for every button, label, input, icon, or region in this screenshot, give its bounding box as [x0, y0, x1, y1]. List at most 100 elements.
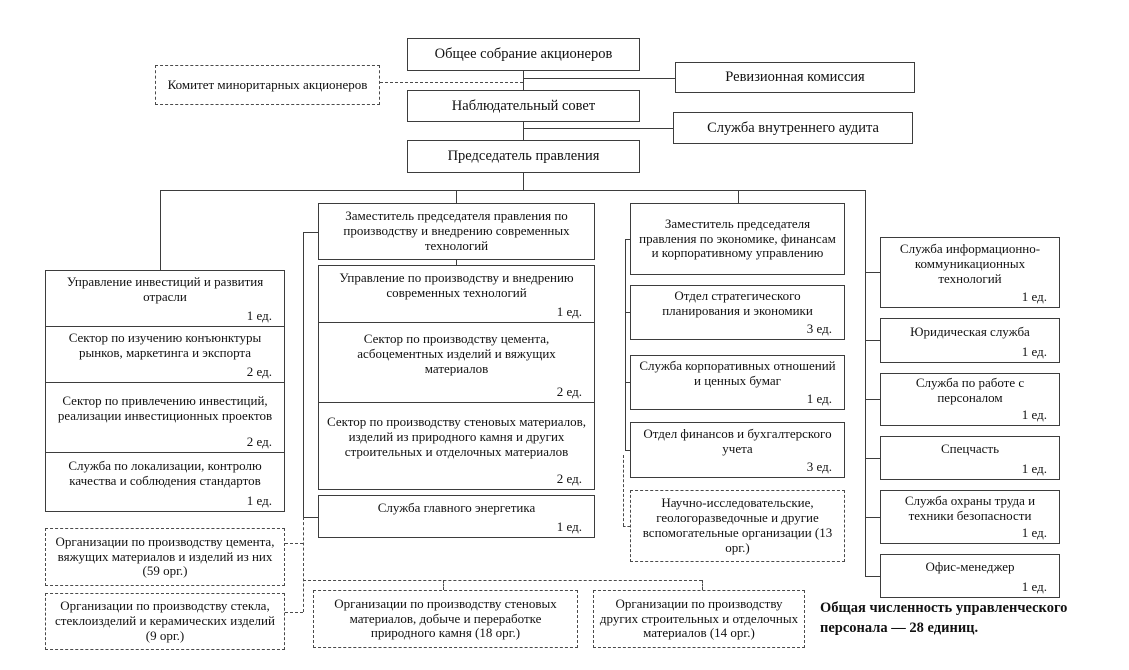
node-label: Научно-исследовательские, геологоразведо…	[642, 495, 833, 555]
node-investment-management: Управление инвестиций и развития отрасли…	[45, 270, 285, 327]
dashed-connector	[623, 526, 630, 527]
node-label: Служба охраны труда и техники безопаснос…	[904, 492, 1036, 523]
connector	[523, 173, 524, 190]
connector	[456, 260, 457, 265]
node-market-research-sector: Сектор по изучению конъюнктуры рынков, м…	[45, 326, 285, 383]
node-count: 2 ед.	[556, 471, 582, 487]
node-glass-organizations: Организации по производству стекла, стек…	[45, 593, 285, 650]
dashed-connector	[303, 517, 304, 612]
node-count: 3 ед.	[806, 459, 832, 475]
node-count: 1 ед.	[1021, 461, 1047, 477]
node-research-organizations: Научно-исследовательские, геологоразведо…	[630, 490, 845, 562]
node-label: Комитет миноритарных акционеров	[167, 76, 368, 92]
node-count: 1 ед.	[1021, 525, 1047, 541]
connector	[523, 71, 524, 90]
node-label: Ревизионная комиссия	[725, 69, 865, 86]
node-labor-safety-service: Служба охраны труда и техники безопаснос…	[880, 490, 1060, 544]
node-deputy-production: Заместитель председателя правления по пр…	[318, 203, 595, 260]
node-label: Отдел стратегического планирования и эко…	[662, 288, 813, 319]
connector	[865, 340, 880, 341]
connector	[303, 517, 318, 518]
node-investment-attraction-sector: Сектор по привлечению инвестиций, реализ…	[45, 382, 285, 453]
node-count: 1 ед.	[1021, 407, 1047, 423]
node-count: 1 ед.	[556, 304, 582, 320]
dashed-connector	[303, 580, 702, 581]
node-label: Офис-менеджер	[925, 559, 1015, 575]
node-label: Организации по производству стекла, стек…	[55, 598, 275, 643]
dashed-connector	[623, 455, 624, 526]
node-strategic-planning-dept: Отдел стратегического планирования и эко…	[630, 285, 845, 340]
connector	[625, 382, 630, 383]
connector	[523, 128, 673, 129]
node-localization-service: Служба по локализации, контролю качества…	[45, 452, 285, 512]
node-minority-committee: Комитет миноритарных акционеров	[155, 65, 380, 105]
node-count: 2 ед.	[556, 384, 582, 400]
connector	[865, 458, 880, 459]
node-label: Председатель правления	[447, 148, 600, 165]
connector	[625, 239, 630, 240]
node-label: Юридическая служба	[910, 323, 1030, 339]
node-label: Служба внутреннего аудита	[707, 119, 879, 136]
node-label: Сектор по производству стеновых материал…	[327, 414, 586, 459]
node-chairman: Председатель правления	[407, 140, 640, 173]
node-label: Служба по локализации, контролю качества…	[68, 457, 262, 488]
node-label: Сектор по изучению конъюнктуры рынков, м…	[68, 330, 262, 361]
dashed-connector	[285, 612, 303, 613]
node-label: Служба главного энергетика	[377, 499, 536, 515]
dashed-connector	[380, 82, 523, 83]
node-label: Служба корпоративных отношений и ценных …	[639, 358, 836, 389]
connector	[523, 78, 675, 79]
connector	[865, 190, 866, 576]
dashed-connector	[443, 580, 444, 590]
node-finance-accounting-dept: Отдел финансов и бухгалтерского учета 3 …	[630, 422, 845, 478]
connector	[456, 190, 457, 203]
connector	[865, 399, 880, 400]
connector	[625, 312, 630, 313]
connector	[160, 190, 161, 270]
node-label: Спецчасть	[940, 441, 1000, 457]
connector	[523, 122, 524, 140]
connector	[625, 239, 626, 450]
node-chief-power-service: Служба главного энергетика 1 ед.	[318, 495, 595, 538]
connector	[865, 576, 880, 577]
node-internal-audit: Служба внутреннего аудита	[673, 112, 913, 144]
node-label: Организации по производству других строи…	[599, 595, 799, 641]
node-label: Отдел финансов и бухгалтерского учета	[643, 425, 832, 456]
node-wall-material-organizations: Организации по производству стеновых мат…	[313, 590, 578, 648]
node-hr-service: Служба по работе с персоналом 1 ед.	[880, 373, 1060, 426]
node-count: 1 ед.	[1021, 289, 1047, 305]
node-label: Управление инвестиций и развития отрасли	[66, 274, 264, 305]
node-cement-organizations: Организации по производству цемента, вяж…	[45, 528, 285, 586]
node-count: 2 ед.	[246, 434, 272, 450]
connector	[160, 190, 865, 191]
node-deputy-economy: Заместитель председателя правления по эк…	[630, 203, 845, 275]
connector	[303, 232, 304, 517]
node-label: Заместитель председателя правления по эк…	[639, 215, 836, 261]
node-label: Заместитель председателя правления по пр…	[343, 208, 570, 253]
node-label: Сектор по производству цемента, асбоцеме…	[357, 330, 556, 376]
node-count: 1 ед.	[1021, 344, 1047, 360]
node-production-management: Управление по производству и внедрению с…	[318, 265, 595, 323]
node-label: Сектор по привлечению инвестиций, реализ…	[57, 393, 273, 424]
connector	[865, 272, 880, 273]
node-count: 1 ед.	[1021, 579, 1047, 595]
connector	[625, 450, 630, 451]
node-label: Организации по производству цемента, вяж…	[55, 533, 275, 579]
node-count: 1 ед.	[246, 308, 272, 324]
connector	[303, 232, 318, 233]
node-audit-commission: Ревизионная комиссия	[675, 62, 915, 93]
node-wall-materials-sector: Сектор по производству стеновых материал…	[318, 402, 595, 490]
node-count: 2 ед.	[246, 364, 272, 380]
total-staff-note: Общая численность управленческого персон…	[820, 600, 1068, 636]
connector	[865, 517, 880, 518]
connector	[738, 190, 739, 203]
node-count: 1 ед.	[246, 493, 272, 509]
node-legal-service: Юридическая служба 1 ед.	[880, 318, 1060, 363]
node-cement-sector: Сектор по производству цемента, асбоцеме…	[318, 322, 595, 403]
node-label: Наблюдательный совет	[451, 97, 596, 114]
node-label: Управление по производству и внедрению с…	[339, 269, 574, 300]
node-supervisory-board: Наблюдательный совет	[407, 90, 640, 122]
dashed-connector	[285, 543, 303, 544]
node-ict-service: Служба информационно-коммуникационных те…	[880, 237, 1060, 308]
